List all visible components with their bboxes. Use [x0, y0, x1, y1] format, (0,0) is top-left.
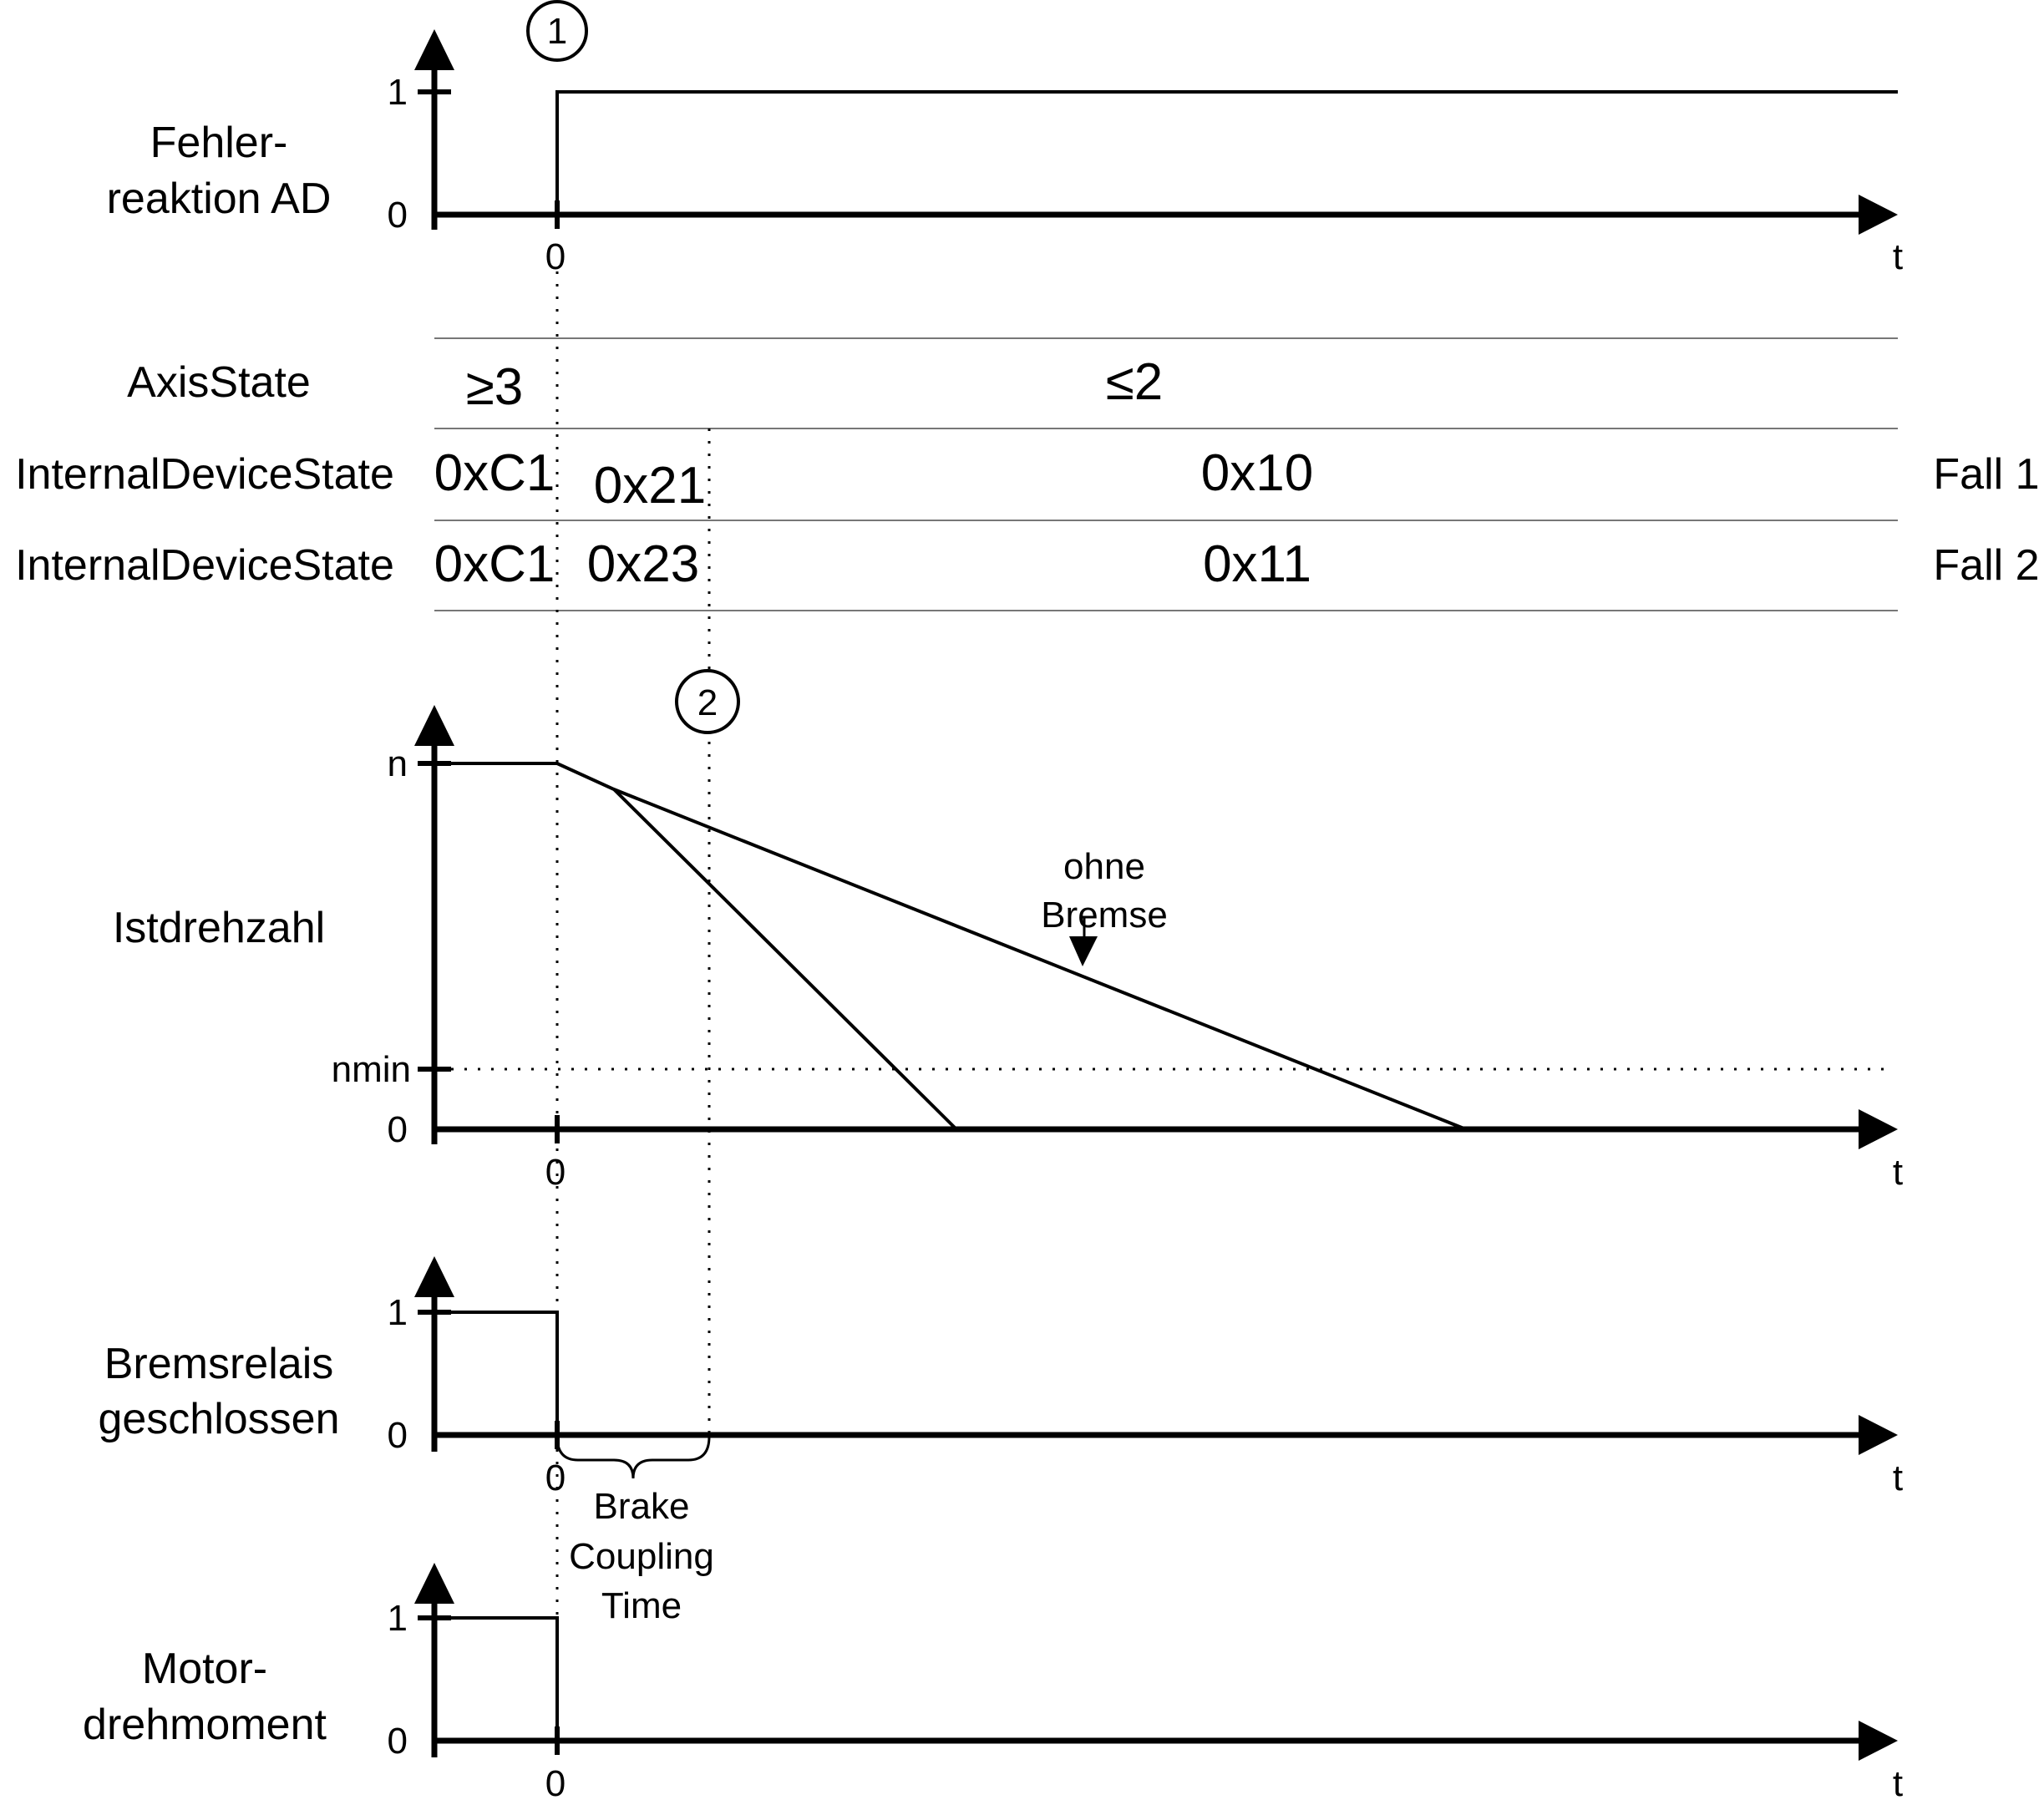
speed-y-arrow — [414, 705, 454, 746]
brace-label-line2: Coupling — [569, 1536, 714, 1577]
device-state-1-b: 0x21 — [594, 457, 706, 515]
motor-torque-panel: Motor- drehmoment 1 0 0 t — [83, 1563, 1903, 1804]
fault-x-label-t: t — [1893, 236, 1903, 277]
speed-y-label-n: n — [388, 743, 408, 784]
fault-x-arrow — [1859, 195, 1898, 235]
annotation-arrow-head — [1069, 936, 1098, 966]
brake-y-label-1: 1 — [388, 1292, 408, 1333]
case-label-2: Fall 2 — [1933, 541, 2039, 590]
speed-x-arrow — [1859, 1109, 1898, 1149]
annotation-line2: Bremse — [1041, 895, 1168, 935]
brake-label-line2: geschlossen — [98, 1395, 339, 1443]
torque-x-arrow — [1859, 1721, 1898, 1761]
speed-curve-without-brake — [613, 788, 1467, 1131]
annotation-line1: ohne — [1063, 846, 1145, 887]
fault-y-label-1: 1 — [388, 72, 408, 113]
state-table: AxisState ≥3 ≤2 InternalDeviceState 0xC1… — [15, 337, 2040, 611]
brake-coupling-brace — [555, 1436, 711, 1479]
torque-label-line1: Motor- — [142, 1645, 267, 1693]
device-state-2-a: 0xC1 — [434, 535, 555, 593]
torque-y-label-1: 1 — [388, 1598, 408, 1639]
fault-y-arrow — [414, 29, 454, 70]
device-state-label-1: InternalDeviceState — [15, 450, 394, 499]
speed-y-label-0: 0 — [388, 1109, 408, 1150]
brake-signal — [434, 1311, 559, 1435]
fault-signal — [555, 90, 1898, 215]
brake-y-label-0: 0 — [388, 1415, 408, 1456]
brake-label-line1: Bremsrelais — [104, 1340, 334, 1388]
marker-2-label: 2 — [697, 682, 718, 723]
axis-state-label: AxisState — [127, 358, 311, 407]
fault-x-label-0: 0 — [545, 236, 566, 277]
fault-reaction-panel: Fehler- reaktion AD 1 0 0 t — [107, 29, 1903, 277]
speed-x-label-t: t — [1893, 1152, 1903, 1193]
speed-panel: Istdrehzahl n nmin 0 0 t ohne Bremse — [113, 705, 1903, 1193]
device-state-1-a: 0xC1 — [434, 444, 555, 502]
fault-y-label-0: 0 — [388, 195, 408, 236]
speed-x-label-0: 0 — [545, 1152, 566, 1193]
speed-y-label-nmin: nmin — [332, 1049, 411, 1090]
brace-label-line1: Brake — [594, 1486, 690, 1527]
brake-y-arrow — [414, 1256, 454, 1297]
marker-2: 2 — [675, 669, 740, 734]
brake-x-label-t: t — [1893, 1458, 1903, 1498]
torque-label-line2: drehmoment — [83, 1701, 327, 1749]
speed-curve-with-brake — [434, 762, 958, 1131]
device-state-label-2: InternalDeviceState — [15, 541, 394, 590]
torque-y-label-0: 0 — [388, 1721, 408, 1762]
case-label-1: Fall 1 — [1933, 450, 2039, 499]
fault-label-line2: reaktion AD — [107, 175, 332, 223]
brake-x-arrow — [1859, 1415, 1898, 1455]
marker-1: 1 — [526, 0, 588, 62]
torque-x-label-0: 0 — [545, 1763, 566, 1804]
fault-label-line1: Fehler- — [150, 119, 288, 167]
axis-state-after: ≤2 — [1106, 353, 1164, 411]
torque-x-label-t: t — [1893, 1763, 1903, 1804]
torque-y-arrow — [414, 1563, 454, 1604]
device-state-2-b: 0x23 — [587, 535, 699, 593]
device-state-1-c: 0x10 — [1201, 444, 1313, 502]
torque-signal — [434, 1616, 559, 1741]
speed-label: Istdrehzahl — [113, 904, 325, 952]
axis-state-before: ≥3 — [466, 358, 524, 416]
marker-1-label: 1 — [547, 11, 567, 52]
brake-x-label-0: 0 — [545, 1458, 566, 1498]
brake-relay-panel: Bremsrelais geschlossen 1 0 0 t Brake Co… — [98, 1256, 1903, 1626]
device-state-2-c: 0x11 — [1203, 535, 1311, 593]
brace-label-line3: Time — [601, 1585, 682, 1626]
